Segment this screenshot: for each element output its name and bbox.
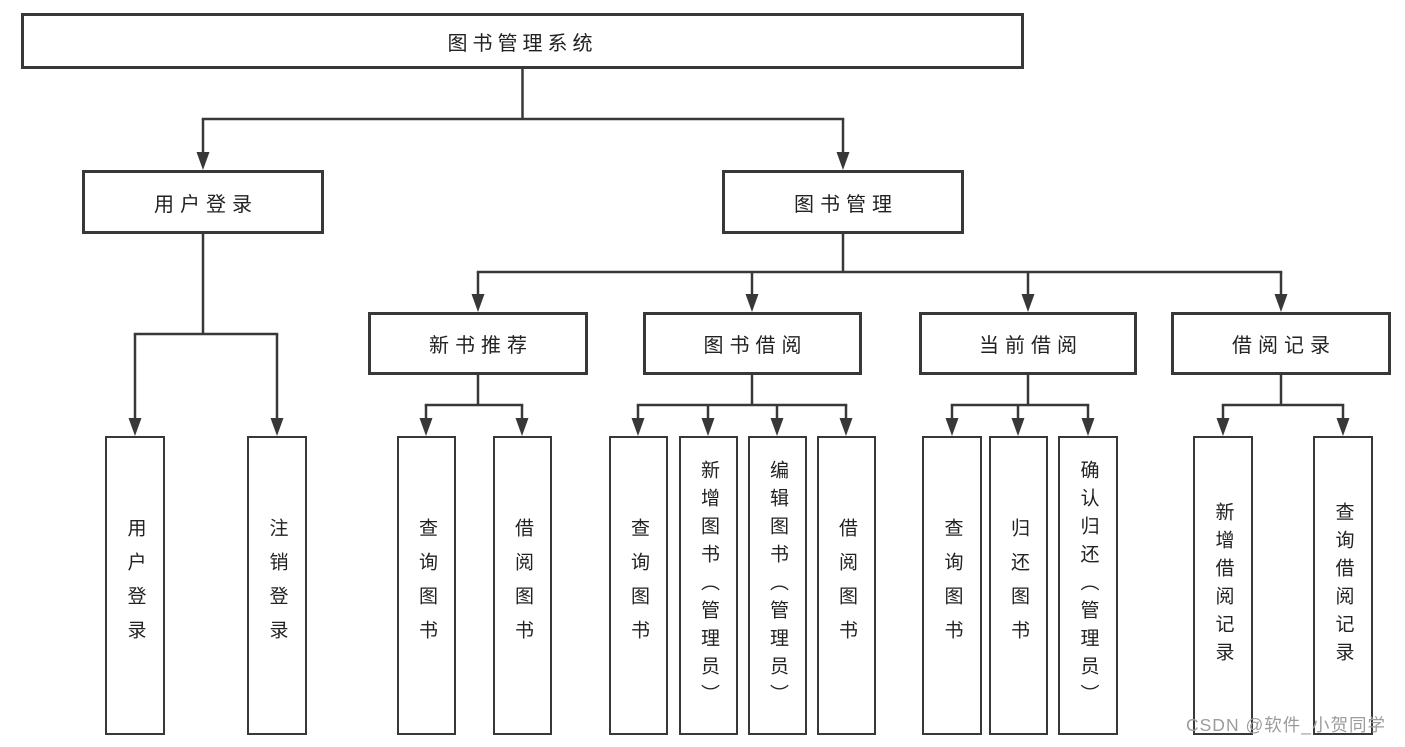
node-new-book-recommend: 新书推荐	[368, 312, 588, 375]
node-label: 借阅图书	[512, 517, 533, 654]
node-user-login-branch: 用户登录	[82, 170, 324, 234]
node-book-management-branch: 图书管理	[722, 170, 964, 234]
leaf-newbooks-borrow-books: 借阅图书	[493, 436, 552, 735]
node-library-system: 图书管理系统	[21, 13, 1024, 69]
node-borrow-records: 借阅记录	[1171, 312, 1391, 375]
node-label: 新增借阅记录	[1212, 501, 1234, 670]
node-label: 图书管理	[794, 193, 898, 216]
node-label: 当前借阅	[979, 335, 1083, 357]
node-label: 查询图书	[628, 517, 649, 654]
node-label: 借阅记录	[1232, 335, 1336, 357]
node-current-borrow: 当前借阅	[919, 312, 1137, 375]
node-label: 新书推荐	[429, 335, 533, 357]
leaf-records-add-borrow-record: 新增借阅记录	[1193, 436, 1253, 735]
leaf-bookborrow-edit-books-admin: 编辑图书（管理员）	[748, 436, 807, 735]
leaf-currentborrow-confirm-return-admin: 确认归还（管理员）	[1058, 436, 1118, 735]
leaf-logout: 注销登录	[247, 436, 307, 735]
node-label: 新增图书（管理员）	[698, 459, 719, 712]
leaf-bookborrow-query-books: 查询图书	[609, 436, 668, 735]
node-label: 查询图书	[416, 517, 437, 654]
leaf-user-login: 用户登录	[105, 436, 165, 735]
node-book-borrow: 图书借阅	[643, 312, 862, 375]
leaf-bookborrow-add-books-admin: 新增图书（管理员）	[679, 436, 738, 735]
node-label: 归还图书	[1008, 517, 1029, 654]
arrowheads	[128, 152, 1350, 436]
leaf-bookborrow-borrow-books: 借阅图书	[817, 436, 876, 735]
node-label: 图书借阅	[703, 335, 808, 357]
leaf-records-query-borrow-record: 查询借阅记录	[1313, 436, 1373, 735]
node-label: 借阅图书	[836, 517, 857, 654]
node-label: 图书管理系统	[447, 32, 598, 55]
node-label: 查询借阅记录	[1332, 501, 1354, 670]
node-label: 查询图书	[941, 517, 963, 654]
leaf-currentborrow-query-books: 查询图书	[922, 436, 982, 735]
node-label: 编辑图书（管理员）	[767, 459, 788, 712]
node-label: 用户登录	[124, 517, 146, 654]
node-label: 注销登录	[266, 517, 288, 654]
csdn-watermark: CSDN @软件_小贺同学	[1186, 715, 1386, 735]
leaf-currentborrow-return-books: 归还图书	[989, 436, 1048, 735]
node-label: 用户登录	[154, 193, 258, 216]
leaf-newbooks-query-books: 查询图书	[397, 436, 456, 735]
node-label: 确认归还（管理员）	[1077, 459, 1099, 712]
